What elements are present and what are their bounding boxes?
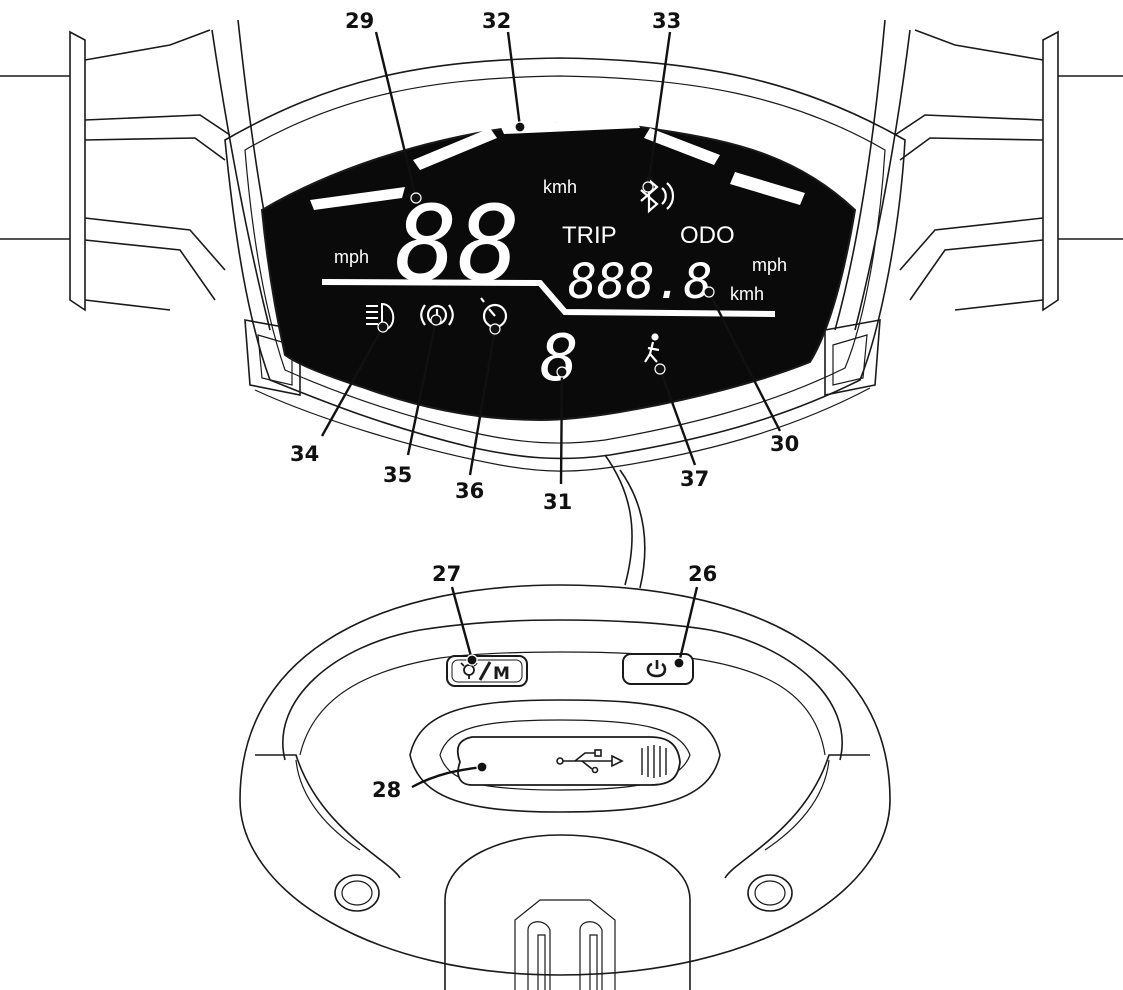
usb-grip-ridges (641, 745, 667, 778)
arc-segment-4 (644, 128, 720, 165)
speed-arc-segments (310, 118, 805, 210)
usb-icon (556, 749, 624, 774)
bluetooth-icon (640, 177, 675, 214)
callout-37: 37 (680, 467, 709, 491)
light-mode-button[interactable]: M (446, 655, 528, 687)
arc-segment-5 (730, 172, 805, 205)
callout-32: 32 (482, 9, 511, 33)
callout-33: 33 (652, 9, 681, 33)
odo-readout: 888.8 (568, 254, 713, 310)
usb-port-cover[interactable] (456, 736, 681, 786)
callout-34: 34 (290, 442, 319, 466)
callout-28: 28 (372, 778, 401, 802)
callout-30: 30 (770, 432, 799, 456)
odo-unit-mph: mph (752, 255, 787, 275)
odo-unit-kmh: kmh (730, 284, 764, 304)
slash-separator (478, 661, 492, 681)
odo-label: ODO (680, 222, 735, 249)
callout-27: 27 (432, 562, 461, 586)
arc-segment-1 (310, 187, 405, 210)
callout-leaders (320, 31, 782, 789)
callout-26: 26 (688, 562, 717, 586)
mode-button-label: M (493, 664, 510, 684)
callout-numbers: 29 32 33 30 34 35 36 31 37 27 26 28 (290, 9, 799, 802)
control-housing (239, 584, 891, 990)
callout-36: 36 (455, 479, 484, 503)
callout-35: 35 (383, 463, 412, 487)
gear-readout: 8 (540, 322, 579, 396)
speed-unit-kmh: kmh (543, 177, 577, 197)
lcd-divider (321, 279, 776, 317)
power-icon (646, 660, 667, 678)
arc-segment-2 (413, 128, 497, 170)
trip-label: TRIP (562, 222, 617, 249)
walk-mode-icon (644, 333, 660, 363)
speed-unit-mph: mph (334, 247, 369, 267)
callout-29: 29 (345, 9, 374, 33)
power-button[interactable] (622, 653, 694, 685)
arc-segment-3 (500, 118, 640, 134)
callout-31: 31 (543, 490, 572, 514)
cable (604, 454, 646, 589)
